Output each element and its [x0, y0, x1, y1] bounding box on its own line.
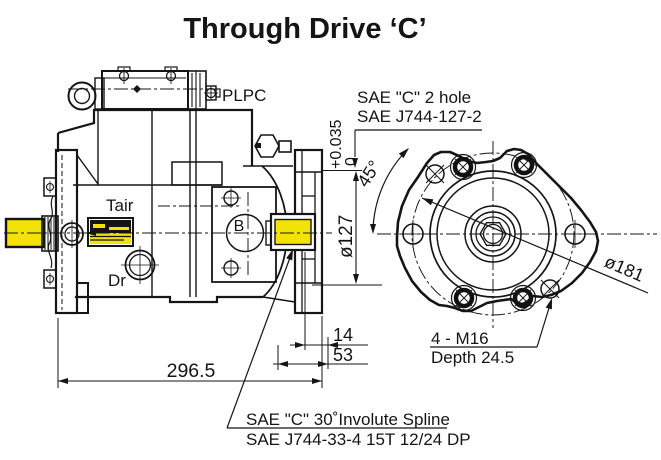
control-valve-block: [67, 66, 221, 111]
face-view: [395, 147, 600, 316]
m16-holes: [449, 151, 538, 312]
pump-housing: [56, 108, 296, 304]
solenoid-stack: [187, 70, 207, 110]
pilot-dia-label: ø127: [336, 215, 357, 258]
eye-ring: [67, 81, 97, 111]
tair-label: Tair: [106, 196, 134, 215]
dim-53-label: 53: [333, 345, 353, 365]
spline-note-line2: SAE J744-33-4 15T 12/24 DP: [246, 430, 471, 449]
tolerance-plus-label: +0.035: [328, 120, 345, 169]
centerlines: [4, 88, 657, 328]
tapped-holes-45deg: [425, 164, 560, 299]
m16-label: 4 - M16: [431, 329, 489, 348]
spline-note-line1: SAE "C" 30˚Involute Spline: [246, 410, 450, 429]
side-view: [4, 66, 324, 315]
port-b-label: B: [234, 218, 245, 235]
hex-bolt: [254, 134, 292, 158]
front-flange: [4, 148, 89, 315]
tair-port: [86, 217, 134, 247]
dim-296-label: 296.5: [167, 360, 216, 382]
casting-edge: [47, 195, 54, 269]
dimensions: [57, 129, 649, 429]
sae-j744-127-label: SAE J744-127-2: [357, 107, 482, 126]
tolerance-zero-label: 0: [343, 157, 360, 166]
rear-flange: [265, 148, 324, 315]
plpc-label: PLPC: [222, 86, 266, 105]
shaft-spline: [41, 215, 59, 252]
dim-14-label: 14: [333, 325, 353, 345]
sae-c-2hole-label: SAE "C" 2 hole: [357, 88, 471, 107]
depth-label: Depth 24.5: [431, 348, 514, 367]
dr-port: [121, 246, 159, 284]
dr-label: Dr: [108, 271, 126, 290]
page-title: Through Drive ‘C’: [183, 13, 426, 45]
bolt-circle-dia-label: ø181: [602, 251, 648, 285]
